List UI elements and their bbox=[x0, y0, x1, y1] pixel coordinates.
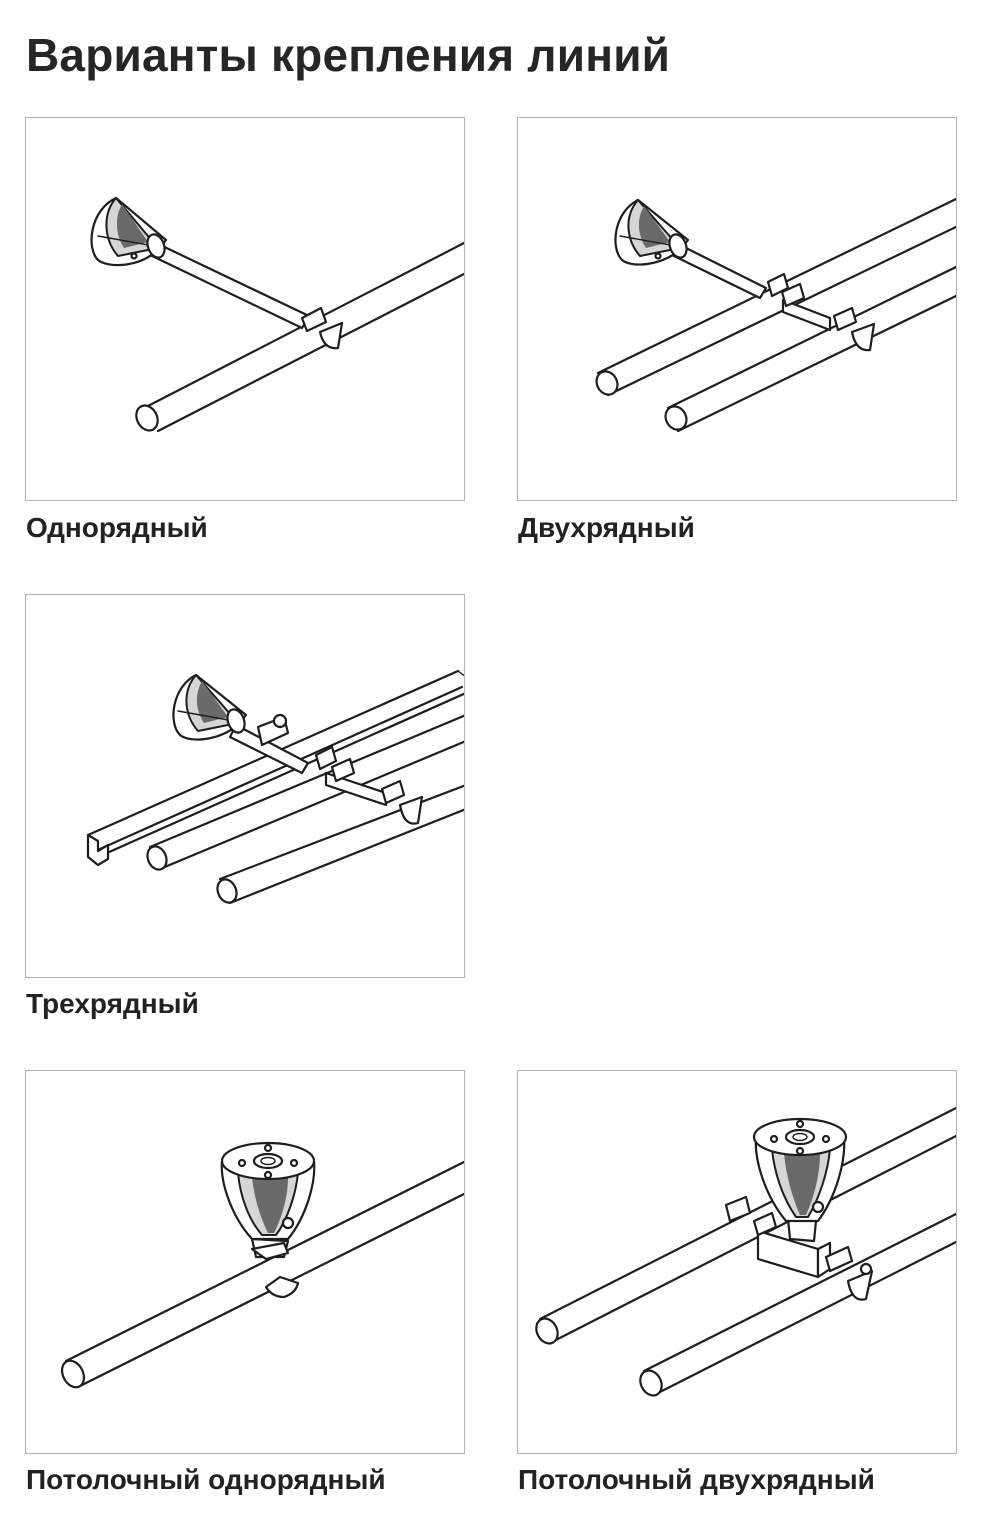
variant-panel-single-row bbox=[25, 117, 465, 501]
single-row-wall-bracket-icon bbox=[90, 196, 464, 433]
variant-panel-double-row bbox=[517, 117, 957, 501]
double-row-wall-bracket-icon bbox=[595, 197, 956, 433]
caption-triple-row: Трехрядный bbox=[26, 988, 199, 1019]
variant-panel-triple-row bbox=[25, 594, 465, 978]
page-title: Варианты крепления линий bbox=[26, 29, 671, 81]
caption-ceiling-double-row: Потолочный двухрядный bbox=[518, 1464, 875, 1495]
caption-single-row: Однорядный bbox=[26, 512, 208, 543]
caption-double-row: Двухрядный bbox=[518, 512, 695, 543]
triple-row-wall-bracket-icon bbox=[86, 669, 464, 905]
caption-ceiling-single-row: Потолочный однорядный bbox=[26, 1464, 386, 1495]
variant-panel-ceiling-double-row bbox=[517, 1070, 957, 1454]
variant-panel-ceiling-single-row bbox=[25, 1070, 465, 1454]
single-row-ceiling-bracket-icon bbox=[60, 1141, 464, 1389]
double-row-ceiling-bracket-icon bbox=[535, 1106, 956, 1397]
